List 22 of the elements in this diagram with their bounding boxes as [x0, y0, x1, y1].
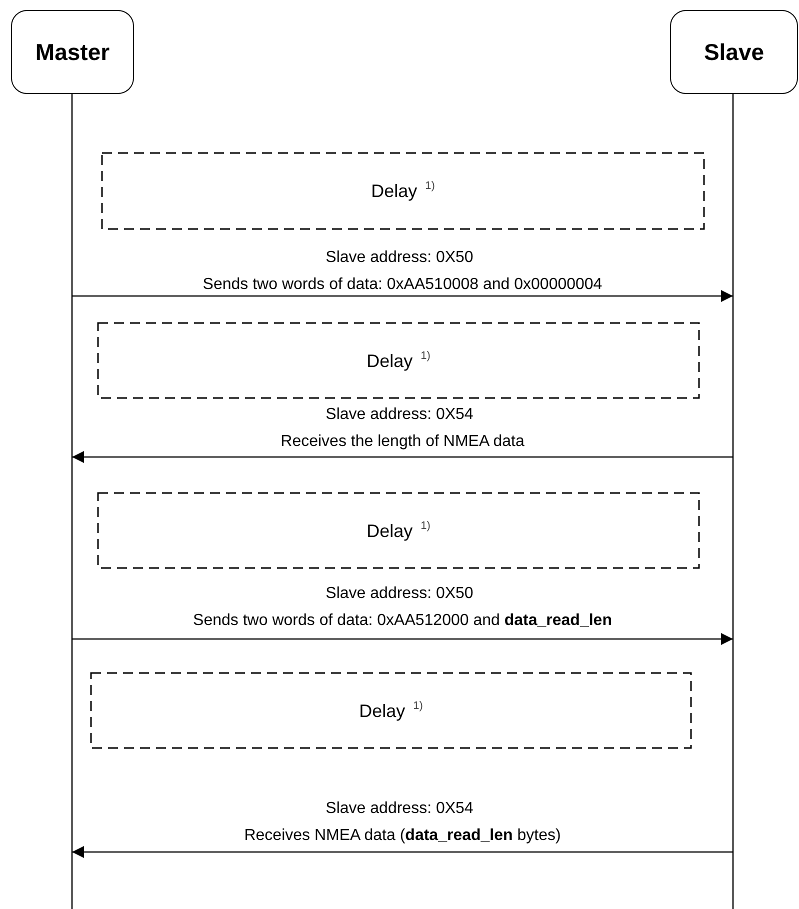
- message-arrow: [72, 633, 733, 645]
- delay-box: [101, 152, 705, 230]
- edge-label: Sends two words of data: 0xAA510008 and 0x00000004: [202, 275, 604, 295]
- address-label: Slave address: 0X50: [324, 584, 474, 604]
- edge-label: Sends two words of data: 0xAA512000 and data_read_len: [192, 611, 613, 631]
- edge-label: Receives NMEA data (data_read_len bytes): [243, 826, 562, 846]
- delay-label: Delay $^{1)}$: [366, 350, 430, 372]
- delay-box: [90, 672, 692, 749]
- message-arrow: [72, 290, 733, 302]
- address-label: Slave address: 0X54: [324, 405, 474, 425]
- participant-name: Slave: [704, 38, 764, 66]
- message-arrow: [72, 451, 733, 463]
- edge-label: Receives the length of NMEA data: [280, 432, 526, 452]
- participant-name: Master: [35, 38, 110, 66]
- delay-label: Delay $^{1)}$: [366, 520, 430, 542]
- address-label: Slave address: 0X54: [324, 799, 474, 819]
- delay-label: Delay $^{1)}$: [371, 180, 435, 202]
- delay-box: [97, 322, 700, 399]
- address-label: Slave address: 0X50: [324, 248, 474, 268]
- delay-box: [97, 492, 700, 569]
- delay-label: Delay $^{1)}$: [359, 700, 423, 722]
- message-arrow: [72, 846, 733, 858]
